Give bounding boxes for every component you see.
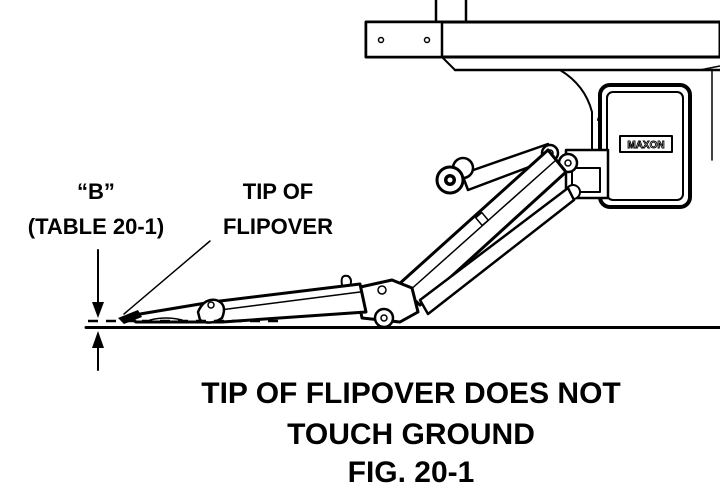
- brand-plate: [619, 135, 673, 153]
- tip-label-line1: TIP OF: [243, 179, 314, 204]
- truck-body: [364, 0, 720, 161]
- figure-number: FIG. 20-1: [348, 456, 475, 487]
- tip-leader-line: [123, 240, 211, 315]
- body-bracket: [364, 20, 444, 59]
- brand-label: MAXON: [627, 140, 664, 151]
- dimension-b-arrows: [92, 249, 104, 371]
- caption-line1: TIP OF FLIPOVER DOES NOT: [201, 377, 621, 410]
- tip-label-line2: FLIPOVER: [223, 214, 333, 239]
- arrow-up-icon: [92, 331, 104, 348]
- caption-line2: TOUCH GROUND: [287, 418, 535, 451]
- roller: [435, 156, 475, 195]
- arrow-down-icon: [92, 302, 104, 318]
- pump-box: MAXON: [597, 83, 692, 209]
- b-dimension-label: “B”: [77, 179, 115, 204]
- platform: [126, 282, 368, 324]
- pivot-assembly: [340, 274, 420, 329]
- table-reference-label: (TABLE 20-1): [28, 214, 165, 239]
